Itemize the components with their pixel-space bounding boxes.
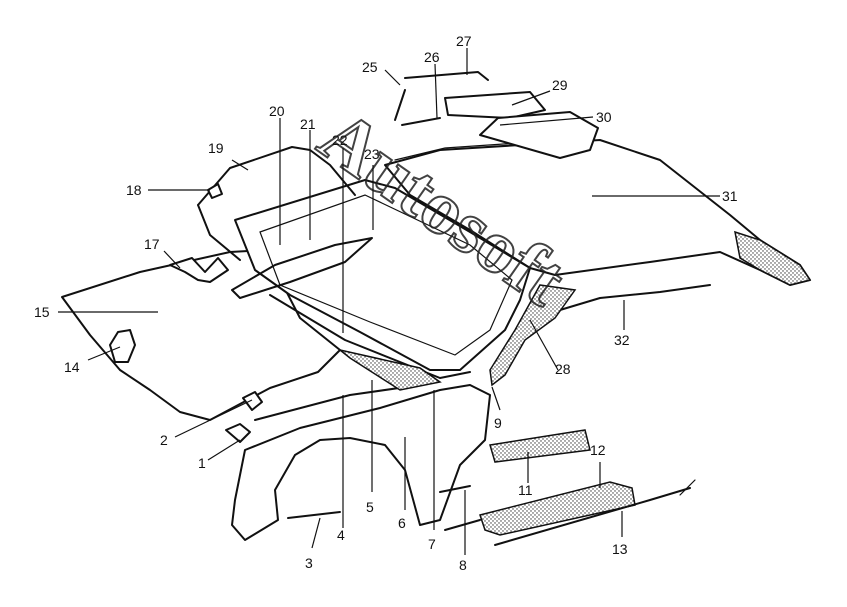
rocker-cover <box>444 481 636 536</box>
callout-30: 30 <box>596 109 612 125</box>
lower-trim <box>494 479 696 546</box>
front-lid <box>61 249 341 421</box>
callout-2: 2 <box>160 432 168 448</box>
windscreen <box>234 179 531 371</box>
callout-3: 3 <box>305 555 313 571</box>
callout-19: 19 <box>208 140 224 156</box>
a-pillar <box>489 284 577 387</box>
callout-6: 6 <box>398 515 406 531</box>
clip <box>207 183 223 199</box>
quarter-window-parts <box>394 71 599 159</box>
callout-1: 1 <box>198 455 206 471</box>
callout-14: 14 <box>64 359 80 375</box>
scuttle-strip <box>269 294 471 379</box>
callout-22: 22 <box>332 132 348 148</box>
callout-17: 17 <box>144 236 160 252</box>
callout-13: 13 <box>612 541 628 557</box>
callout-4: 4 <box>337 527 345 543</box>
wing-trim <box>287 511 341 519</box>
roof-drip-rail <box>559 284 711 311</box>
callout-8: 8 <box>459 557 467 573</box>
windscreen-seal <box>197 146 356 261</box>
callout-12: 12 <box>590 442 606 458</box>
callout-20: 20 <box>269 103 285 119</box>
callout-7: 7 <box>428 536 436 552</box>
wiper-arm <box>231 237 373 299</box>
callout-25: 25 <box>362 59 378 75</box>
sill-panel <box>489 429 591 463</box>
callout-27: 27 <box>456 33 472 49</box>
callout-28: 28 <box>555 361 571 377</box>
callout-23: 23 <box>364 146 380 162</box>
callout-29: 29 <box>552 77 568 93</box>
hinge-bracket <box>169 257 229 283</box>
callout-labels: 1 2 3 4 5 6 7 8 9 11 12 13 14 15 17 18 1… <box>34 33 738 573</box>
lid-latch <box>109 329 136 363</box>
callout-5: 5 <box>366 499 374 515</box>
small-strip <box>439 485 471 493</box>
callout-15: 15 <box>34 304 50 320</box>
callout-11: 11 <box>518 482 533 498</box>
callout-26: 26 <box>424 49 440 65</box>
callout-18: 18 <box>126 182 142 198</box>
callout-21: 21 <box>300 116 316 132</box>
callout-9: 9 <box>494 415 502 431</box>
callout-32: 32 <box>614 332 630 348</box>
callout-31: 31 <box>722 188 738 204</box>
leader-lines <box>58 48 720 555</box>
